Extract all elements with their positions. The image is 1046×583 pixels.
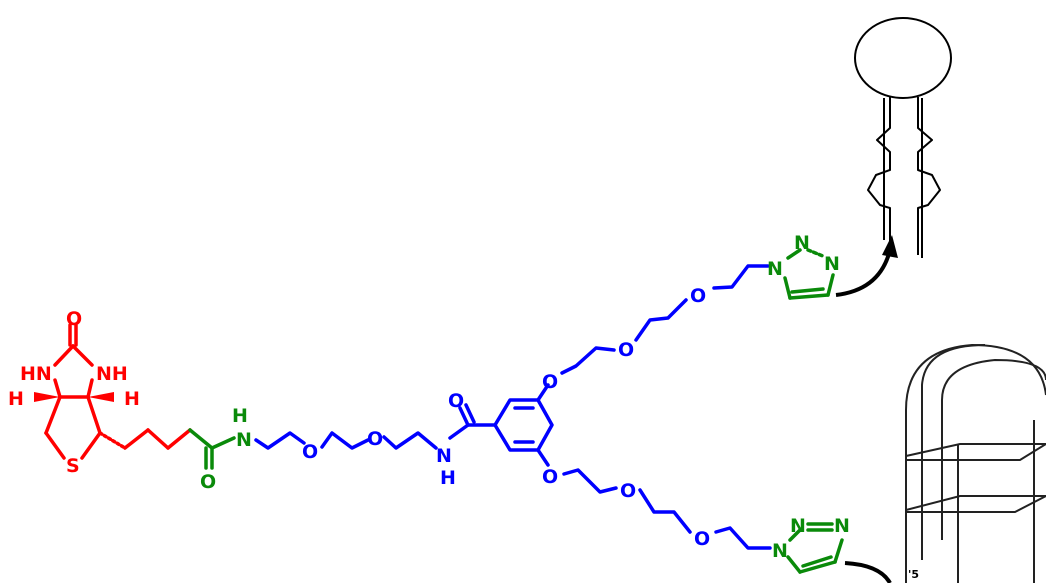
amide1-n-label: N — [236, 429, 252, 451]
connector-arrow-bottom — [844, 561, 892, 583]
lower-arm-oxygen-3: O — [694, 528, 710, 550]
stereo-wedge-right — [88, 392, 114, 402]
biotin-h-left: H — [8, 388, 24, 410]
amide1-o-label: O — [200, 471, 216, 493]
hairpin-aptamer — [854, 17, 952, 258]
biotin-h-right: H — [124, 388, 140, 410]
biotin-hn-label: HN — [20, 363, 52, 385]
triazole-top-n2: N — [794, 232, 810, 254]
connector-arrow-top — [835, 249, 892, 297]
biotin-nh-label: NH — [96, 363, 128, 385]
amide2-h-label: H — [440, 467, 456, 489]
biotin-sulfur: S — [66, 455, 80, 477]
upper-arm-oxygen-1: O — [542, 371, 558, 393]
amide2-n-label: N — [436, 445, 452, 467]
biotin-carbonyl-o: O — [66, 308, 82, 330]
lower-arm-oxygen-2: O — [620, 480, 636, 502]
amide2-o-label: O — [448, 390, 464, 412]
triazole-bottom — [786, 522, 844, 574]
g-quadruplex-structure — [905, 343, 1046, 583]
peg1-oxygen-1: O — [302, 441, 318, 463]
stereo-wedge-left — [34, 392, 60, 402]
triazole-bottom-n2: N — [790, 515, 806, 537]
peg1-oxygen-2: O — [367, 428, 383, 450]
biotin-moiety — [44, 323, 192, 460]
triazole-bottom-n1: N — [772, 540, 788, 562]
triazole-top-n1: N — [767, 258, 783, 280]
amide1-h-label: H — [232, 405, 248, 427]
upper-arm-oxygen-2: O — [618, 339, 634, 361]
amide-linkage-1 — [188, 428, 236, 470]
upper-arm-oxygen-3: O — [690, 285, 706, 307]
peg-linker-1 — [254, 431, 438, 450]
triazole-bottom-n3: N — [834, 515, 850, 537]
triazole-top — [783, 248, 835, 300]
lower-arm-oxygen-1: O — [542, 466, 558, 488]
triazole-top-n3: N — [824, 253, 840, 275]
g-quadruplex-5prime-label: '5 — [908, 568, 919, 581]
benzamide-core — [448, 264, 772, 550]
